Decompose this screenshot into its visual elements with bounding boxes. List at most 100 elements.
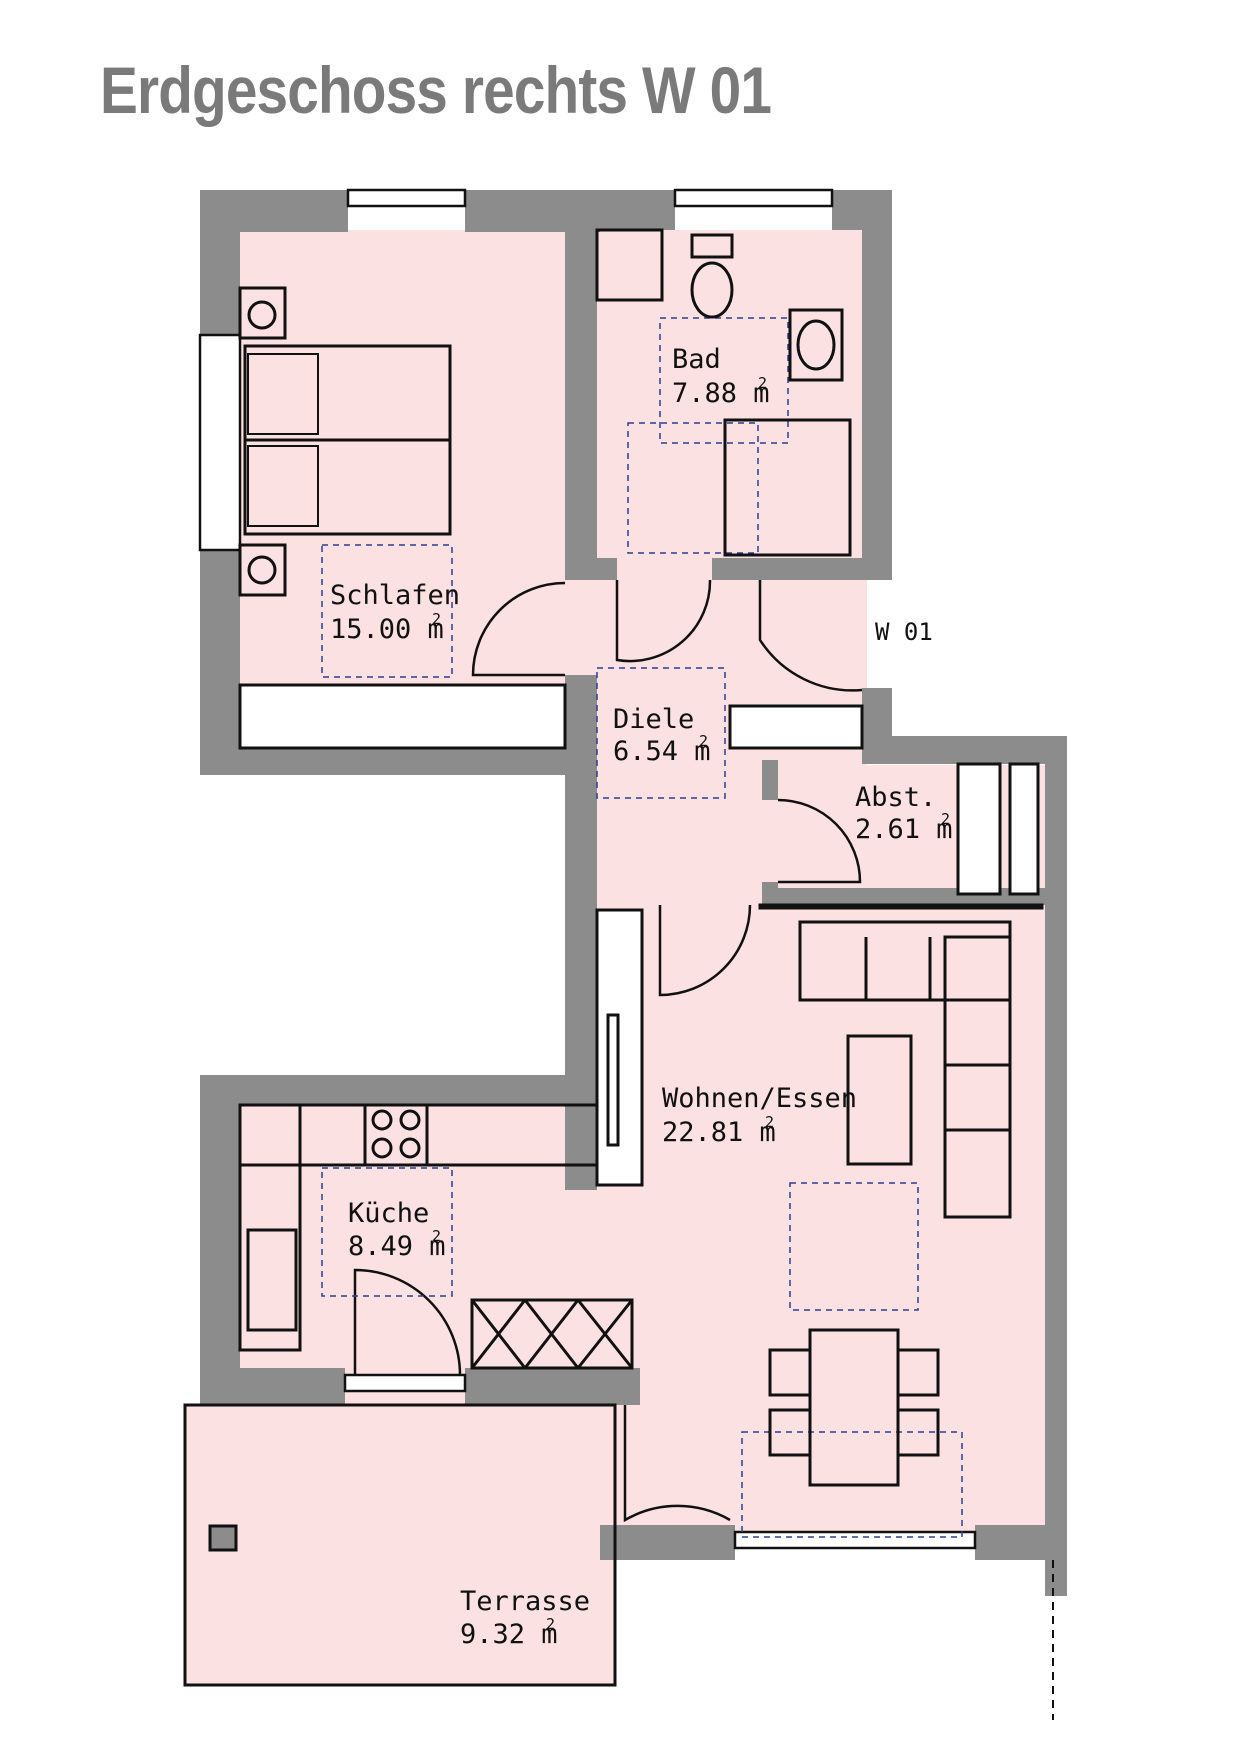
door-entry [758,580,863,692]
room-name-terrasse: Terrasse [460,1586,590,1617]
lamp-icon [247,300,277,330]
chair [896,1348,940,1397]
room-area-wohnen: 22.81 m [662,1117,776,1148]
zone-diele [596,667,726,799]
kitchen-counter-west [238,1103,302,1352]
windows [198,188,977,1550]
room-area-sup-wohnen: 2 [765,1113,774,1131]
room-area-kueche: 8.49 m [348,1231,446,1262]
page-title: Erdgeschoss rechts W 01 [100,53,772,127]
wardrobe-handle [606,1013,620,1147]
hob-ring-icon [399,1137,421,1159]
room-area-bad: 7.88 m [672,378,770,409]
window-schlafen-west [198,333,242,552]
shelf-cross [523,1299,580,1369]
wall [597,558,617,580]
terrasse-outline [183,1403,617,1687]
coffee-table [846,1034,913,1166]
floor-bad [597,230,862,560]
room-name-diele: Diele [613,704,694,735]
room-area-diele: 6.54 m [613,736,711,767]
zones [321,317,963,1538]
door-terrasse [623,1405,731,1523]
room-area-terrasse: 9.32 m [460,1619,558,1650]
wall [975,1525,1067,1560]
floor-wohnen [597,905,1045,1545]
terrasse-post [208,1524,238,1552]
wall [200,190,240,335]
wall [565,675,597,1190]
hob [363,1103,429,1167]
room-area-sup-bad: 2 [758,374,767,392]
door-bad [615,579,712,663]
furniture [183,228,1012,1687]
wall [200,1368,345,1405]
room-area-sup-terrasse: 2 [546,1615,555,1633]
doors [353,579,863,1523]
door-schlafen [471,581,566,677]
wall [762,888,1045,905]
wall [862,736,1067,764]
chair [768,1348,812,1397]
room-area-abst: 2.61 m [855,814,953,845]
wall [762,760,778,800]
wall [200,550,240,775]
kitchen-sink [246,1228,298,1332]
chair [768,1408,812,1457]
wall [600,1525,735,1560]
dining-table [808,1328,900,1487]
toilet-tank [690,233,734,259]
wall [862,190,892,580]
zone-wohnen [789,1182,919,1311]
zone-bad-shower [627,422,759,554]
wall [565,190,597,580]
pillow [247,353,319,435]
room-name-wohnen: Wohnen/Essen [662,1083,857,1114]
zone-bad [659,317,789,444]
wall [712,558,892,580]
room-area-sup-abst: 2 [941,810,950,828]
window-kueche-south [343,1373,467,1393]
door-abst [777,798,862,884]
outlines [238,683,1044,1187]
hob-ring-icon [371,1137,393,1159]
shelf-cross [470,1299,527,1369]
room-name-schlafen: Schlafen [330,580,460,611]
wall [565,190,675,230]
wall [200,1075,597,1105]
washing-machine [595,228,664,302]
zone-kueche [321,1167,453,1297]
unit-label: W 01 [875,618,933,646]
sofa-side [943,935,1012,1219]
window-wohnen-south [733,1530,977,1550]
wardrobe-diele [728,704,864,750]
sink-bowl-icon [796,319,836,371]
sink [788,308,844,382]
nightstand [238,543,287,597]
floor-diele-upper [565,560,865,690]
chair [896,1408,940,1457]
living-inner-line [758,903,1044,910]
wall [200,1075,240,1405]
window-schlafen-north [346,188,467,208]
door-wohnen [658,904,752,997]
floors [185,230,1048,1685]
room-name-bad: Bad [672,344,721,375]
wall [200,748,597,775]
labels: Schlafen 15.00 m 2 Bad 7.88 m 2 Diele 6.… [330,344,953,1650]
shelf-east [1008,762,1040,896]
floor-terrasse [185,1405,615,1685]
room-name-kueche: Küche [348,1198,429,1229]
shower-tray [723,418,852,557]
door-kueche [353,1268,462,1376]
pillow [247,445,319,527]
nightstand [238,286,287,340]
floor-abst [778,765,1048,900]
lamp-icon [247,555,277,585]
wall [465,1368,640,1405]
shelf-cross [576,1299,634,1369]
room-name-abst: Abst. [855,782,936,813]
wardrobe-schlafen [238,683,567,750]
room-area-sup-schlafen: 2 [432,610,441,628]
